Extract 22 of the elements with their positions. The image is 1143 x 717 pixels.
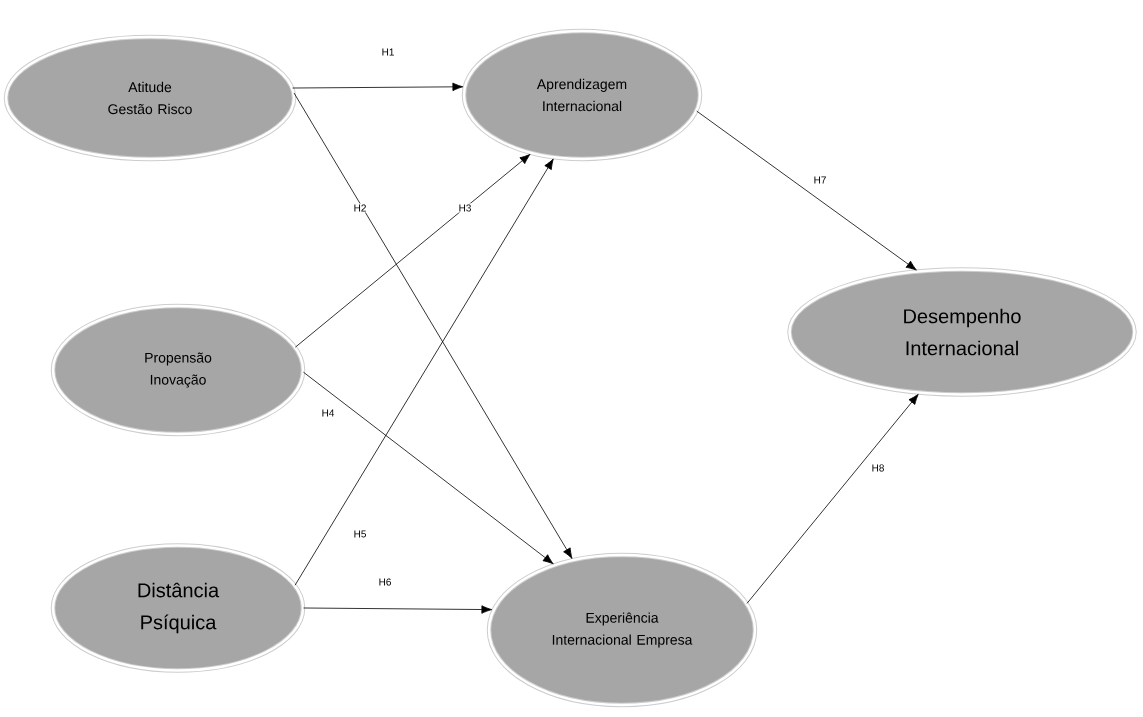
- arrow: [303, 371, 554, 565]
- arrow: [303, 605, 493, 614]
- edge-label: H1: [380, 47, 396, 57]
- ellipse-node: Distância Psíquica: [50, 543, 306, 673]
- edge-label: H8: [870, 463, 886, 473]
- ellipse-node: Propensão Inovação: [50, 303, 306, 437]
- ellipse-node: Aprendizagem Internacional: [461, 28, 703, 162]
- ellipse-node: Atitude Gestão Risco: [3, 34, 297, 162]
- arrow: [295, 153, 531, 348]
- arrow: [746, 393, 919, 604]
- arrow: [696, 110, 917, 271]
- edge-label: H7: [812, 175, 828, 185]
- edge-label: H5: [352, 529, 368, 539]
- arrow: [294, 158, 554, 586]
- ellipse-node: Experiência Internacional Empresa: [486, 552, 758, 708]
- edge-label: H3: [457, 203, 473, 213]
- edge-label: H2: [352, 203, 368, 213]
- edge-label: H6: [377, 577, 393, 587]
- arrow: [293, 92, 573, 559]
- ellipse-node: Desempenho Internacional: [787, 267, 1137, 397]
- edge-label: H4: [320, 408, 336, 418]
- arrow: [292, 82, 464, 92]
